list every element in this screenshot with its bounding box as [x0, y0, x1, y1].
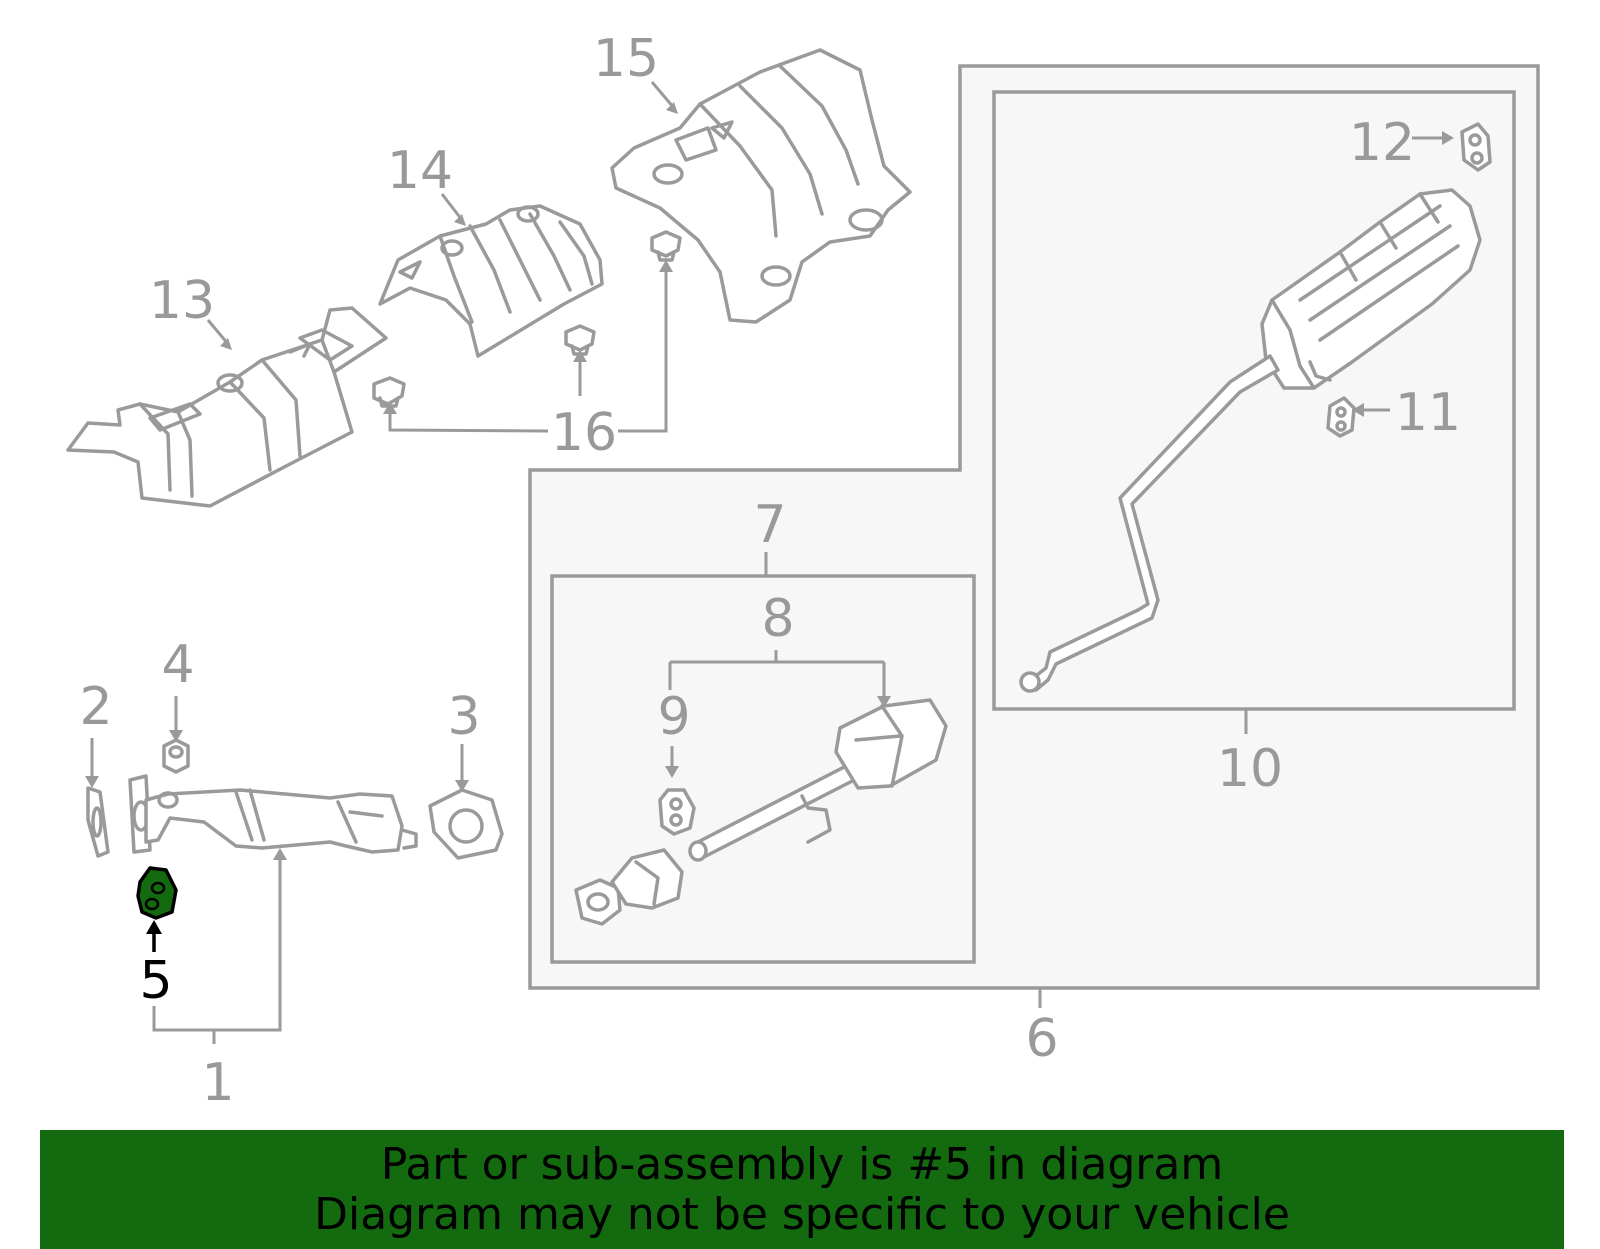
front-pipe-1	[128, 774, 418, 854]
callout-1: 1	[201, 1053, 234, 1113]
info-banner: Part or sub-assembly is #5 in diagram Di…	[40, 1130, 1564, 1249]
callout-15: 15	[593, 29, 659, 89]
muffler-10	[1019, 188, 1482, 693]
callout-2: 2	[79, 677, 112, 737]
clip-16-c	[650, 230, 682, 262]
gasket-3	[428, 788, 504, 860]
callout-16: 16	[551, 403, 617, 463]
gasket-2	[86, 786, 110, 858]
clip-16-b	[564, 324, 596, 356]
callout-6: 6	[1025, 1009, 1058, 1069]
callout-14: 14	[387, 141, 453, 201]
leader-lines	[85, 81, 1454, 1044]
center-pipe-8	[574, 698, 948, 926]
banner-line-2: Diagram may not be specific to your vehi…	[314, 1189, 1290, 1240]
nut-4	[162, 738, 190, 774]
hanger-9	[658, 788, 696, 836]
callout-12: 12	[1349, 113, 1415, 173]
callout-9: 9	[657, 687, 690, 747]
hanger-11	[1326, 396, 1356, 438]
callout-8: 8	[761, 589, 794, 649]
hanger-12	[1460, 122, 1492, 172]
callout-10: 10	[1217, 739, 1283, 799]
callout-4: 4	[161, 635, 194, 695]
banner-line-1: Part or sub-assembly is #5 in diagram	[380, 1139, 1224, 1190]
callout-5: 5	[139, 951, 172, 1011]
callout-7: 7	[753, 495, 786, 555]
heat-shield-13	[66, 306, 388, 508]
clip-16-a	[372, 376, 406, 408]
heat-shield-14	[378, 204, 604, 358]
hanger-5-highlighted	[136, 866, 178, 920]
heat-shield-15	[610, 48, 912, 324]
callout-11: 11	[1395, 383, 1461, 443]
callout-13: 13	[149, 271, 215, 331]
callout-3: 3	[447, 687, 480, 747]
